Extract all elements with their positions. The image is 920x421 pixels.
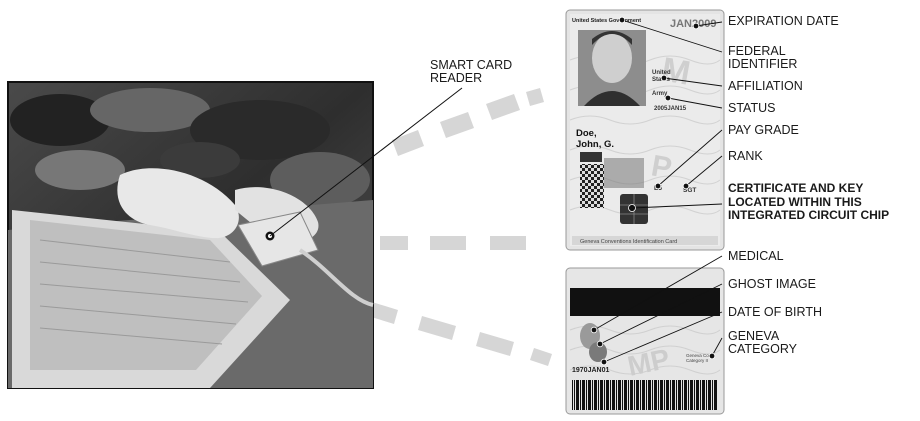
card-geneva-line2: Category II [686,358,708,363]
expiration-date-label: EXPIRATION DATE [728,15,839,28]
reader-label: SMART CARD READER [430,59,512,85]
geneva-category-label: GENEVA CATEGORY [728,330,797,356]
chip-callout-line2: LOCATED WITHIN THIS [728,196,889,210]
affiliation-label: AFFILIATION [728,80,803,93]
date-of-birth-label: DATE OF BIRTH [728,306,822,319]
card-affiliation-line1: United [652,70,671,76]
card-dob-text: 1970JAN01 [572,367,609,374]
geneva-category-line2: CATEGORY [728,343,797,356]
card-name-line2: John, G. [576,139,614,150]
smart-card-reader-photo [8,82,373,388]
connector-dashes [368,88,552,366]
back-id-card: MP [566,268,724,414]
chip-callout-label: CERTIFICATE AND KEY LOCATED WITHIN THIS … [728,182,889,223]
card-footer-text: Geneva Conventions Identification Card [580,239,677,245]
status-label: STATUS [728,102,775,115]
chip-callout-line3: INTEGRATED CIRCUIT CHIP [728,209,889,223]
pay-grade-label: PAY GRADE [728,124,799,137]
federal-identifier-label: FEDERAL IDENTIFIER [728,45,797,71]
card-issue-date: 2005JAN15 [654,106,687,112]
federal-identifier-line2: IDENTIFIER [728,58,797,71]
card-name-line1: Doe, [576,128,597,139]
reader-label-line2: READER [430,72,512,85]
rank-label: RANK [728,150,763,163]
ghost-image-label: GHOST IMAGE [728,278,816,291]
chip-callout-line1: CERTIFICATE AND KEY [728,182,889,196]
medical-label: MEDICAL [728,250,784,263]
